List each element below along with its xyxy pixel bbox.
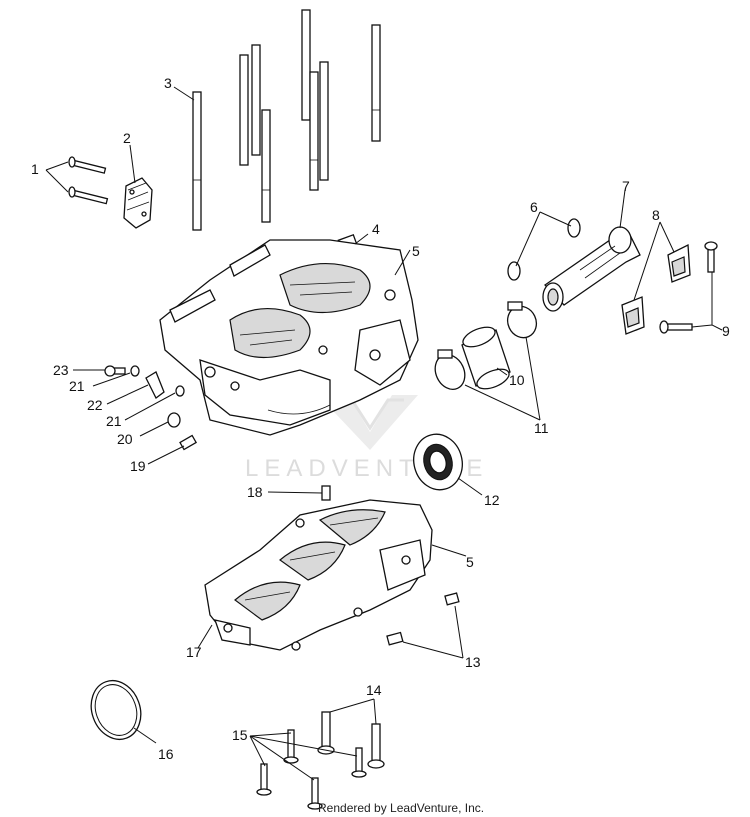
callout-2: 2	[123, 130, 131, 146]
callout-16: 16	[158, 746, 174, 762]
callout-14: 14	[366, 682, 382, 698]
callout-23: 23	[53, 362, 69, 378]
part-16-snap-ring	[90, 679, 142, 741]
callout-7: 7	[622, 178, 630, 194]
part-10-coupler-hose	[461, 326, 511, 390]
callout-19: 19	[130, 458, 146, 474]
part-1-bolts	[68, 156, 109, 205]
part-6-o-rings	[507, 218, 581, 281]
part-18-dowel-pin	[321, 485, 331, 501]
callout-8: 8	[652, 207, 660, 223]
part-14-long-bolts	[317, 711, 385, 769]
callout-labels: 1 2 3 4 5 6 7 8 9 10 11 12 13 14 15 16 1…	[31, 75, 730, 762]
part-3-studs	[192, 9, 381, 231]
part-11-hose-clamps	[434, 301, 538, 391]
callout-21-lower: 21	[106, 413, 122, 429]
callout-21-upper: 21	[69, 378, 85, 394]
part-12-crank-seal	[413, 433, 463, 491]
callout-18: 18	[247, 484, 263, 500]
callout-9: 9	[722, 323, 730, 339]
callout-6: 6	[530, 199, 538, 215]
part-7-oil-elbow	[542, 226, 641, 312]
callout-17: 17	[186, 644, 202, 660]
part-15-short-bolts	[256, 729, 367, 810]
callout-5-upper: 5	[412, 243, 420, 259]
callout-3: 3	[164, 75, 172, 91]
callout-13: 13	[465, 654, 481, 670]
callout-20: 20	[117, 431, 133, 447]
callout-10: 10	[509, 372, 525, 388]
callout-22: 22	[87, 397, 103, 413]
callout-5-lower: 5	[466, 554, 474, 570]
part-13-fittings	[386, 592, 460, 646]
callout-11: 11	[534, 420, 549, 436]
part-21-washers	[130, 365, 185, 397]
callout-15: 15	[232, 727, 248, 743]
part-5-lower-crankcase	[204, 499, 433, 651]
part-23-screw	[104, 365, 126, 377]
callout-1: 1	[31, 161, 39, 177]
leader-lines	[45, 86, 723, 781]
part-8-brackets	[621, 243, 691, 335]
callout-12: 12	[484, 492, 500, 508]
part-5-upper-crankcase	[159, 239, 419, 436]
part-22-fitting	[145, 371, 165, 399]
part-9-bolts	[659, 241, 718, 334]
footer-credit: Rendered by LeadVenture, Inc.	[318, 801, 484, 815]
callout-4: 4	[372, 221, 380, 237]
part-20-plug	[167, 412, 181, 428]
part-2-cover-plate	[123, 177, 153, 229]
part-19-pin	[179, 434, 198, 451]
